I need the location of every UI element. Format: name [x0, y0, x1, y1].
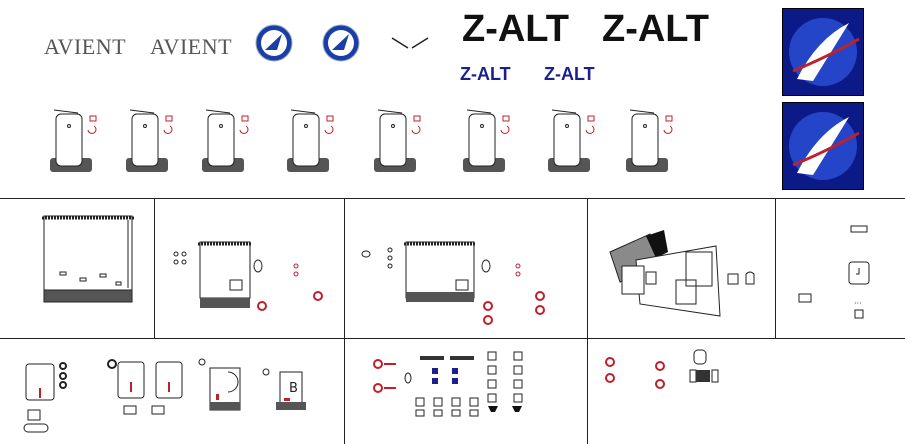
bird-emblem-icon-1	[789, 18, 860, 86]
panel-cargo-box	[42, 215, 134, 303]
square-emblem-2	[782, 102, 864, 190]
door-icon	[50, 109, 97, 172]
zalt-title-1: Z-ALT	[462, 8, 569, 50]
door-icon	[548, 109, 595, 172]
panel-gear-bay-1	[173, 241, 323, 311]
divider-v3	[587, 198, 588, 444]
panel-cockpit	[609, 230, 755, 317]
panel-misc-parts: ···	[798, 225, 870, 319]
round-emblem-icon-1	[255, 24, 293, 62]
avient-logo-1: AVIENT	[44, 34, 127, 59]
zalt-subtitle-2: Z-ALT	[544, 64, 595, 84]
divider-v4	[775, 198, 776, 338]
bird-emblem-icon-2	[789, 112, 860, 180]
door-icon	[463, 109, 510, 172]
svg-text:···: ···	[854, 299, 862, 308]
divider-top	[0, 198, 905, 199]
square-emblem-1	[782, 8, 864, 96]
zalt-title-2: Z-ALT	[602, 8, 709, 50]
door-row	[50, 109, 673, 172]
chevron-mark-icon	[391, 37, 429, 49]
svg-text:B: B	[289, 381, 298, 396]
panel-doors-bottom: B	[23, 358, 306, 433]
divider-v2	[344, 198, 345, 444]
panel-hardware	[373, 351, 523, 417]
door-icon	[287, 109, 334, 172]
door-icon	[202, 109, 249, 172]
divider-middle	[0, 338, 905, 339]
door-icon	[626, 109, 673, 172]
divider-v1	[154, 198, 155, 338]
round-emblem-icon-2	[322, 24, 360, 62]
door-icon	[374, 109, 421, 172]
door-icon	[126, 109, 173, 172]
avient-logo-2: AVIENT	[150, 34, 233, 59]
panel-gear-bay-2	[361, 241, 545, 325]
panel-small-parts	[605, 349, 719, 389]
zalt-subtitle-1: Z-ALT	[460, 64, 511, 84]
